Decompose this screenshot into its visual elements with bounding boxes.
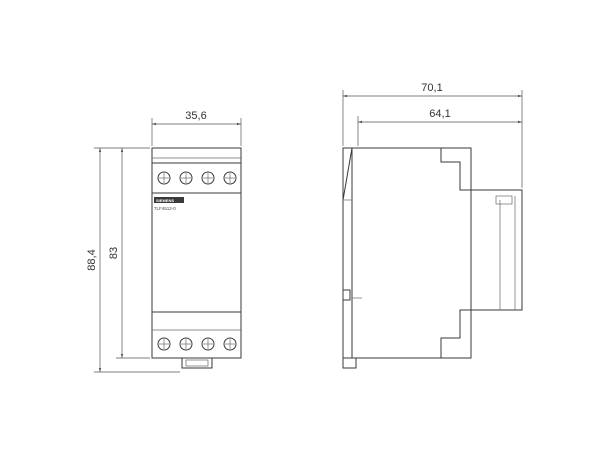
screw-icon [179, 171, 193, 185]
height-inner-dimension-value: 83 [108, 247, 120, 259]
rear-profile [440, 148, 523, 358]
side-depth-inner-dimension: 64,1 [357, 108, 522, 146]
screw-icon [201, 171, 215, 185]
front-body-outline [151, 147, 242, 359]
bottom-terminal-block [151, 311, 242, 359]
din-latch [495, 195, 513, 205]
side-view [342, 147, 523, 369]
front-height-outer-dimension: 88,4 [86, 147, 180, 373]
bottom-screws [157, 337, 237, 351]
screw-icon [201, 337, 215, 351]
side-profile-outline [342, 147, 472, 359]
depth-inner-dimension-value: 64,1 [429, 108, 450, 120]
front-height-inner-dimension: 83 [108, 148, 150, 359]
screw-icon [223, 171, 237, 185]
screw-icon [179, 337, 193, 351]
front-width-dimension: 35,6 [151, 110, 242, 146]
din-clip [181, 357, 213, 369]
top-screws [157, 171, 237, 185]
screw-icon [157, 171, 171, 185]
screw-icon [223, 337, 237, 351]
width-dimension-value: 35,6 [185, 110, 206, 122]
brand-plate [154, 197, 184, 203]
front-view: SIEMENS 7LF4512-0 [151, 147, 242, 369]
depth-outer-dimension-value: 70,1 [421, 82, 442, 94]
brand-label: SIEMENS [156, 198, 174, 203]
model-label: 7LF4512-0 [154, 206, 176, 211]
side-depth-outer-dimension: 70,1 [342, 82, 523, 188]
screw-icon [157, 337, 171, 351]
height-outer-dimension-value: 88,4 [86, 249, 98, 270]
